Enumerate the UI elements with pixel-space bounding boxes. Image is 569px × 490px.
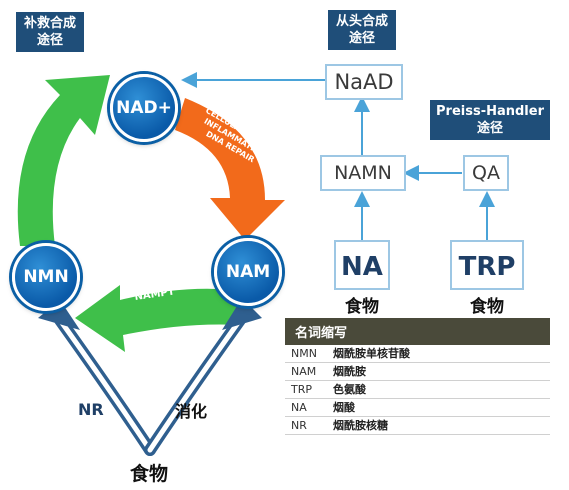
namn-box: NAMN	[320, 155, 406, 191]
legend-full: 烟酰胺核糖	[333, 419, 388, 432]
food-to-nmn-arrow-inner	[57, 317, 153, 453]
legend-abbr: NA	[291, 401, 307, 414]
nr-label: NR	[78, 400, 104, 419]
legend-abbr: TRP	[291, 383, 312, 396]
na-food-label: 食物	[345, 297, 379, 317]
de-novo-pathway-line-1: 从头合成	[336, 14, 389, 29]
nad-circle: NAD+	[110, 74, 178, 142]
qa-box: QA	[463, 155, 509, 191]
orange-arrow-nad-to-nam	[175, 98, 285, 240]
legend-full: 烟酰胺单核苷酸	[333, 347, 410, 360]
salvage-pathway-line-1: 补救合成	[24, 16, 77, 31]
legend-full: 烟酸	[333, 401, 355, 414]
food-to-nmn-arrowhead	[38, 300, 80, 330]
de-novo-pathway-line-2: 途径	[349, 31, 376, 46]
legend-row: NMN 烟酰胺单核苷酸	[285, 345, 550, 363]
digestion-label: 消化	[175, 402, 208, 421]
salvage-pathway-tag: 补救合成 途径	[16, 12, 85, 52]
legend-abbr: NR	[291, 419, 307, 432]
legend-abbr: NMN	[291, 347, 317, 360]
naad-box: NaAD	[325, 64, 403, 100]
bottom-food-label: 食物	[129, 463, 168, 485]
food-to-nam-arrowhead	[222, 298, 262, 330]
preiss-handler-pathway-tag: Preiss-Handler 途径	[430, 100, 550, 140]
legend-full: 色氨酸	[333, 383, 366, 396]
trp-food-label: 食物	[470, 297, 504, 317]
de-novo-pathway-tag: 从头合成 途径	[328, 10, 397, 50]
abbreviation-legend: 名词缩写 NMN 烟酰胺单核苷酸 NAM 烟酰胺 TRP 色氨酸 NA 烟酸 N…	[285, 318, 550, 435]
legend-row: NR 烟酰胺核糖	[285, 417, 550, 435]
legend-title: 名词缩写	[285, 318, 550, 345]
preiss-handler-line-1: Preiss-Handler	[436, 104, 544, 119]
salvage-pathway-line-2: 途径	[37, 33, 64, 48]
legend-full: 烟酰胺	[333, 365, 366, 378]
nam-circle: NAM	[214, 238, 282, 306]
trp-box: TRP	[450, 240, 524, 290]
green-arrow-nam-to-nmn	[75, 285, 240, 352]
nmn-circle: NMN	[12, 243, 80, 311]
food-to-nam-arrow-inner	[147, 317, 243, 453]
green-arrow-nmn-to-nad	[17, 75, 110, 246]
legend-row: NAM 烟酰胺	[285, 363, 550, 381]
legend-abbr: NAM	[291, 365, 317, 378]
legend-row: TRP 色氨酸	[285, 381, 550, 399]
preiss-handler-line-2: 途径	[476, 121, 503, 136]
legend-row: NA 烟酸	[285, 399, 550, 417]
na-box: NA	[334, 240, 390, 290]
